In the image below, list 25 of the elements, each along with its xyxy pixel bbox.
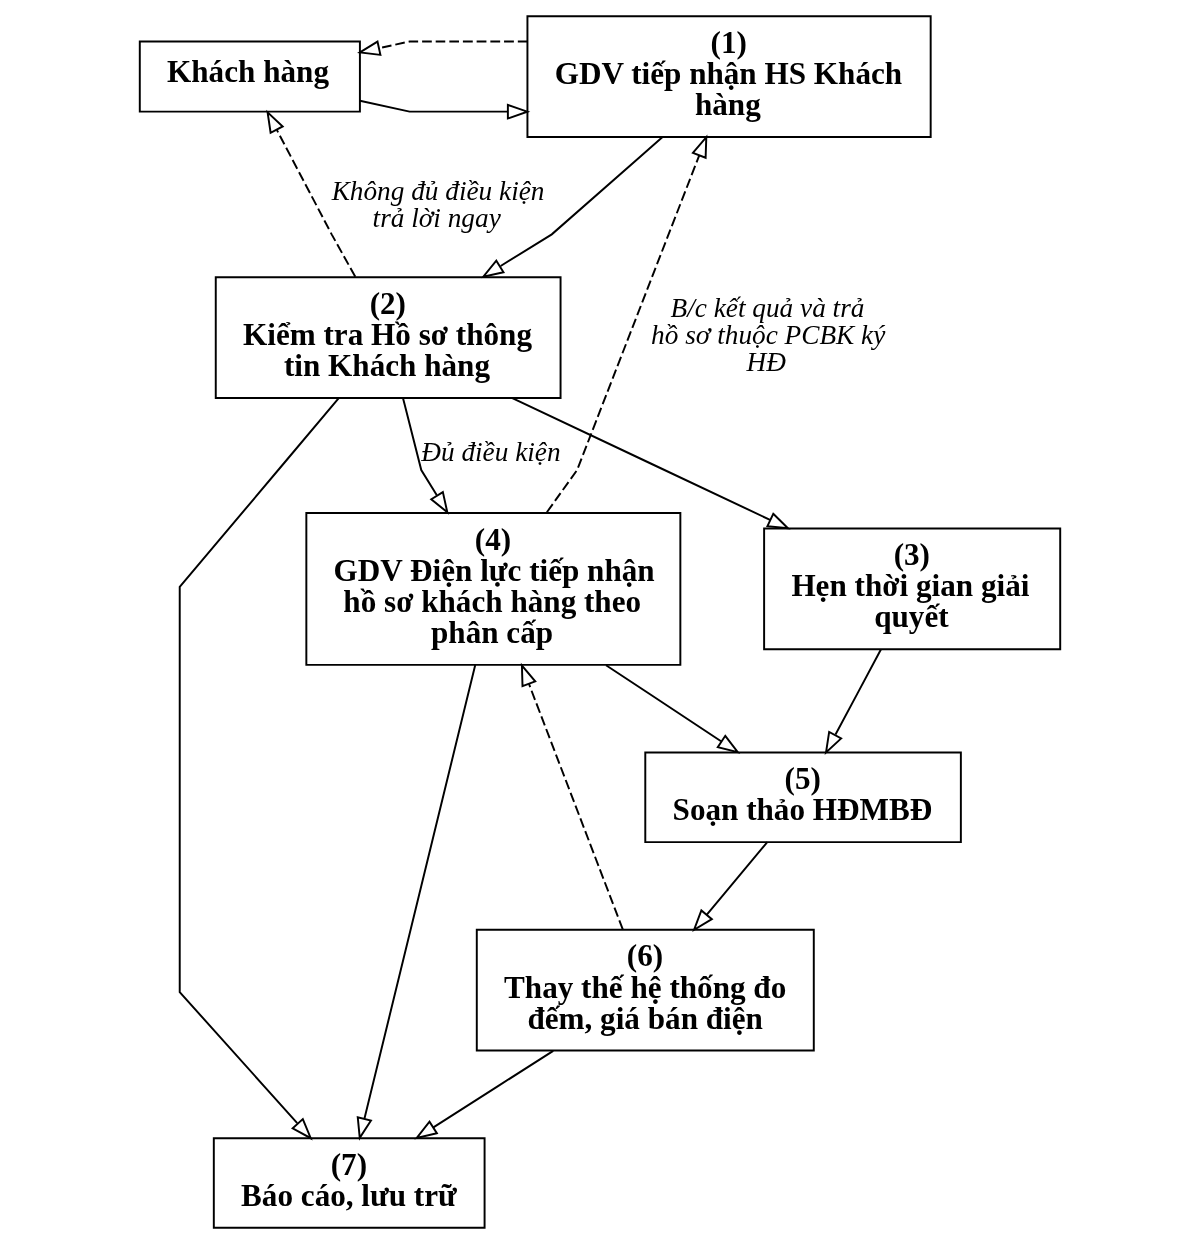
arrow (604, 664, 740, 754)
arrow (401, 397, 449, 515)
arrow (356, 40, 528, 57)
node-box: (5) Soạn thảo HĐMBĐ (643, 751, 962, 844)
edge-label: Không đủ điều kiện trả lời ngay (331, 175, 544, 233)
arrow (824, 648, 882, 755)
arrow (545, 134, 707, 514)
arrow (480, 136, 664, 279)
arrow (520, 662, 624, 931)
node-box: Khách hàng (138, 40, 361, 113)
node-box: (1) GDV tiếp nhận HS Khách hàng (525, 15, 932, 138)
node-box: (4) GDV Điện lực tiếp nhận hồ sơ khách hàng theo phân cấp (304, 511, 681, 666)
arrow (358, 99, 530, 120)
arrow (265, 109, 356, 278)
edge-label: Đủ điều kiện (420, 436, 561, 467)
arrow (356, 664, 476, 1141)
node-box: (3) Hẹn thời gian giải quyết (762, 527, 1061, 651)
arrow (691, 841, 768, 933)
arrow (178, 397, 340, 1141)
node-box: (6) Thay thế hệ thống đo đếm, giá bán điện (475, 928, 815, 1052)
arrow (413, 1049, 554, 1140)
node-box: (7) Báo cáo, lưu trữ (212, 1137, 486, 1229)
arrow (510, 397, 791, 530)
node-box: (2) Kiểm tra Hồ sơ thông tin Khách hàng (214, 276, 562, 399)
edge-label: B/c kết quả và trả hồ sơ thuộc PCBK ký HĐ (650, 292, 885, 378)
